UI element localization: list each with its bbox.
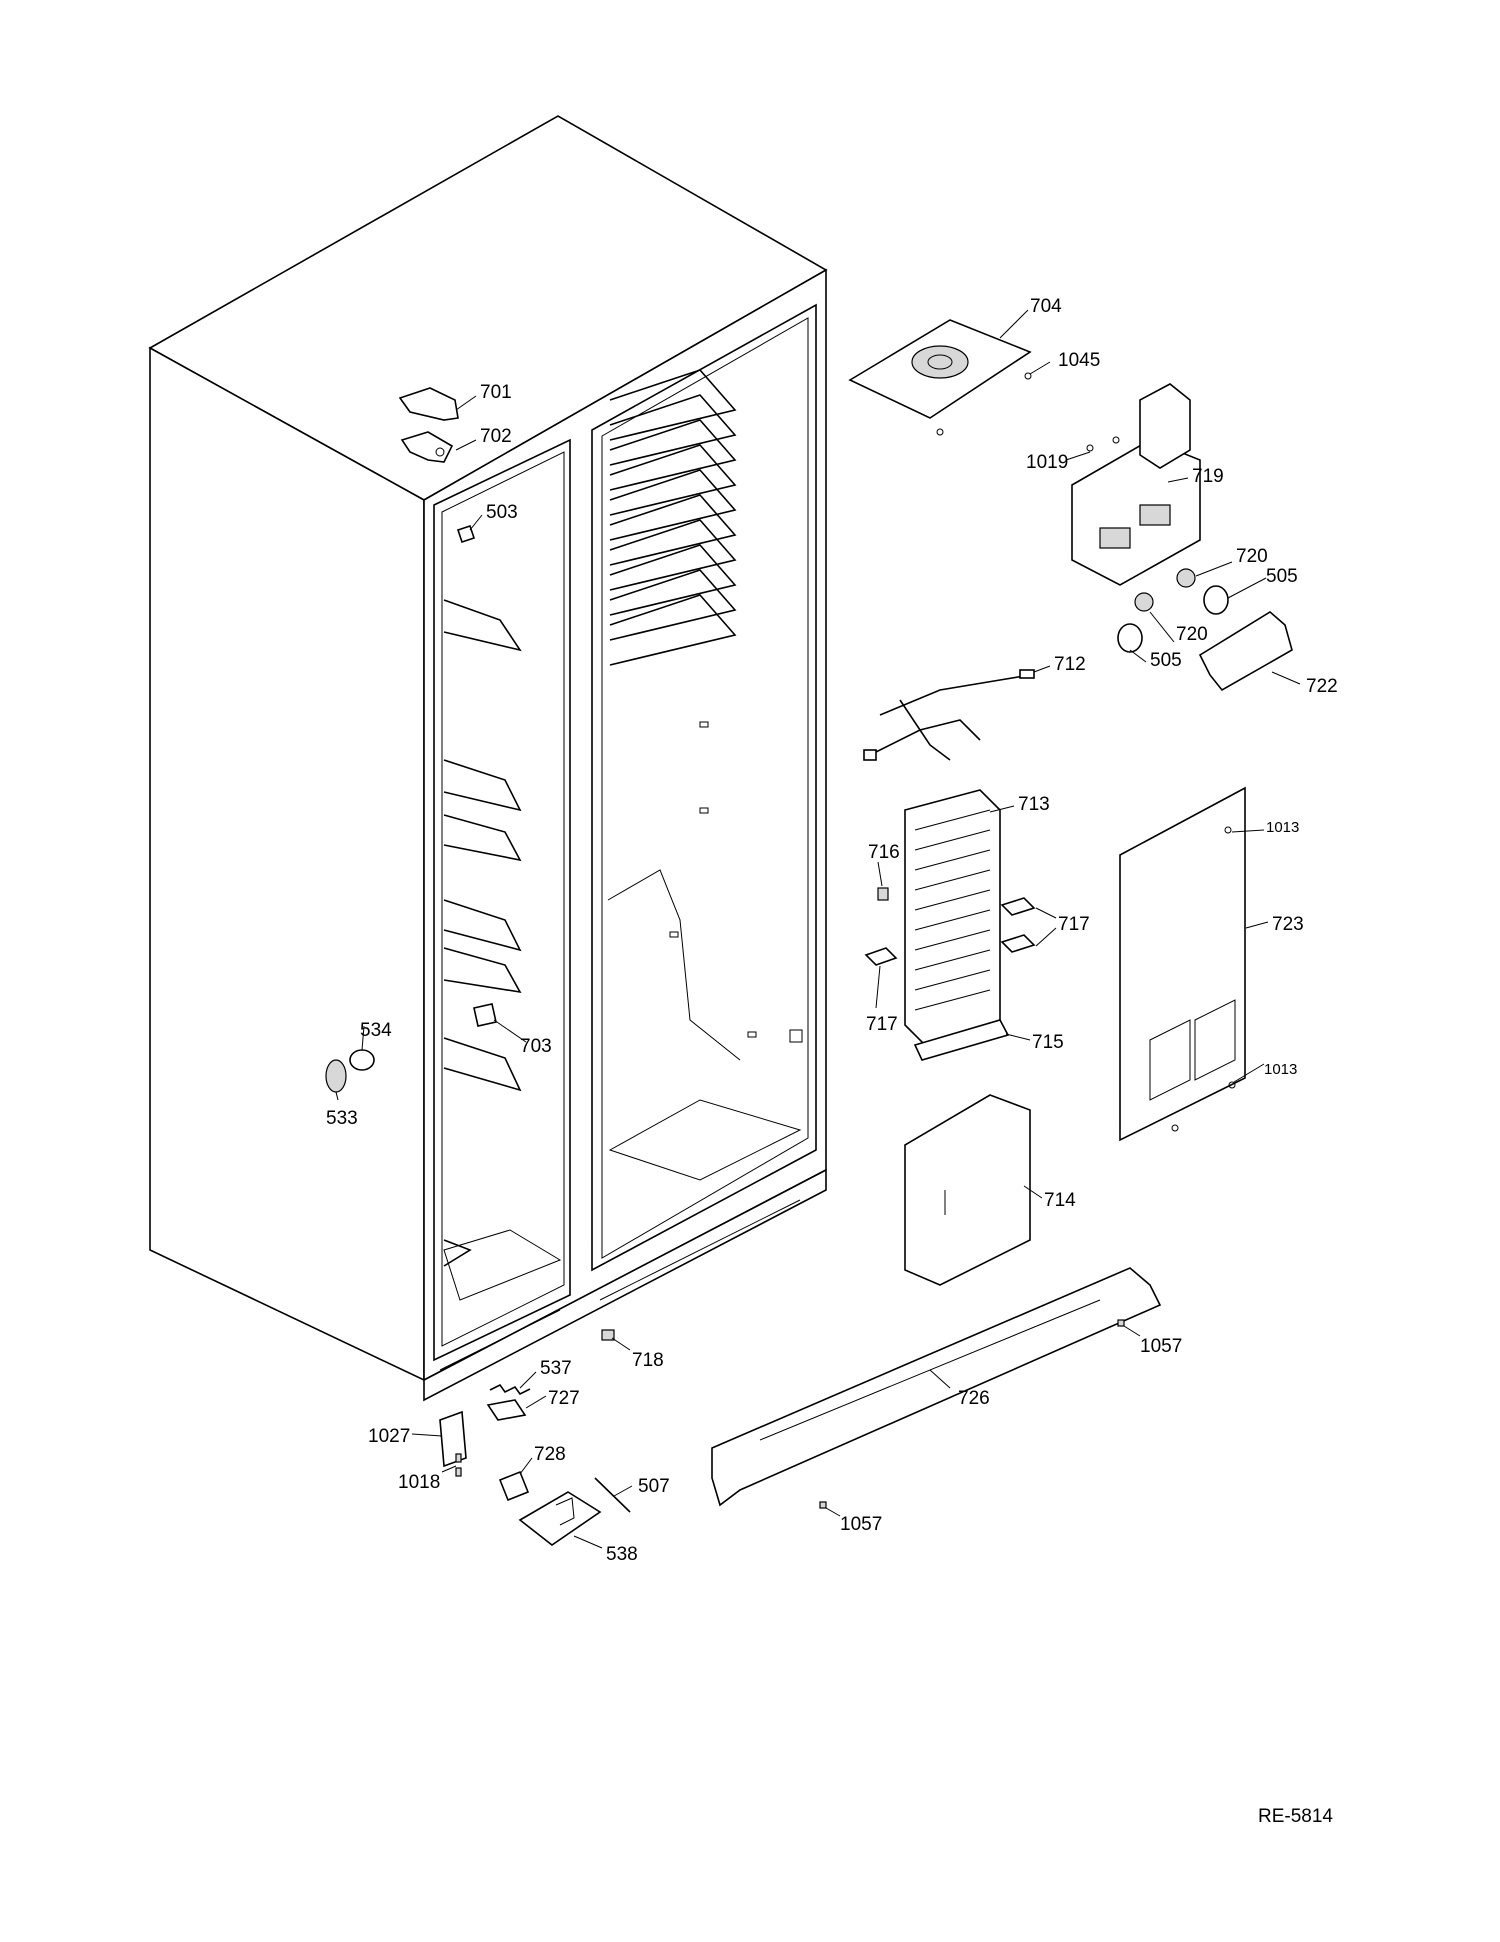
label-505-top: 505	[1266, 566, 1298, 587]
part-number-labels: 701 702 503 703 534 533 704 1045 1019 71…	[326, 296, 1338, 1565]
label-1018: 1018	[398, 1472, 440, 1493]
label-719: 719	[1192, 466, 1224, 487]
label-714: 714	[1044, 1190, 1076, 1211]
part-717-foam-blocks	[864, 897, 1036, 966]
part-533-534-vent	[325, 1049, 375, 1093]
label-728: 728	[534, 1444, 566, 1465]
part-703-control	[473, 1003, 497, 1027]
label-722: 722	[1306, 676, 1338, 697]
part-704-evaporator-fan-cover	[848, 319, 1032, 436]
label-503: 503	[486, 502, 518, 523]
label-507: 507	[638, 1476, 670, 1497]
label-703: 703	[520, 1036, 552, 1057]
part-537-spring	[489, 1383, 531, 1396]
label-1027: 1027	[368, 1426, 410, 1447]
label-718: 718	[632, 1350, 664, 1371]
label-1057-right: 1057	[1140, 1336, 1182, 1357]
part-728-bushing	[498, 1470, 530, 1502]
leader-lines	[335, 309, 1301, 1549]
part-538-bottom-hinge	[518, 1491, 602, 1546]
part-716-clip	[877, 887, 889, 901]
label-717-right: 717	[1058, 914, 1090, 935]
label-1013-bottom: 1013	[1264, 1061, 1297, 1078]
label-704: 704	[1030, 296, 1062, 317]
refrigerator-cabinet	[148, 115, 828, 1402]
part-1057-screws	[819, 1319, 1125, 1509]
part-718-clip	[601, 1329, 615, 1341]
label-1045: 1045	[1058, 350, 1100, 371]
label-1013-top: 1013	[1266, 819, 1299, 836]
label-720-bottom: 720	[1176, 624, 1208, 645]
part-507-hinge-pin	[594, 1477, 631, 1513]
label-712: 712	[1054, 654, 1086, 675]
part-713-evaporator	[904, 789, 1001, 1046]
part-727-cam	[486, 1399, 527, 1421]
label-701: 701	[480, 382, 512, 403]
label-533: 533	[326, 1108, 358, 1129]
label-713: 713	[1018, 794, 1050, 815]
part-722-light-shield	[1198, 611, 1293, 692]
label-717-left: 717	[866, 1014, 898, 1035]
part-712-wire-harness	[863, 669, 1035, 761]
part-714-drain-pan	[904, 1094, 1031, 1286]
part-726-toe-grille	[711, 1267, 1162, 1507]
label-716: 716	[868, 842, 900, 863]
part-720-505-lamp-sockets	[1117, 568, 1229, 653]
label-702: 702	[480, 426, 512, 447]
label-723: 723	[1272, 914, 1304, 935]
label-538: 538	[606, 1544, 638, 1565]
label-1057-left: 1057	[840, 1514, 882, 1535]
label-715: 715	[1032, 1032, 1064, 1053]
freezer-shelf-rails	[443, 599, 522, 1267]
part-701-hinge-cover	[398, 387, 459, 421]
part-1027-hinge-plate	[439, 1410, 467, 1468]
part-702-top-hinge	[400, 431, 454, 463]
label-720-top: 720	[1236, 546, 1268, 567]
label-1019: 1019	[1026, 452, 1068, 473]
part-719-air-duct-housing	[1071, 383, 1201, 586]
fresh-food-shelf-ribs	[609, 369, 737, 666]
part-1018-screws	[455, 1453, 462, 1477]
label-727: 727	[548, 1388, 580, 1409]
document-code: RE-5814	[1258, 1806, 1333, 1827]
label-726: 726	[958, 1388, 990, 1409]
label-534: 534	[360, 1020, 392, 1041]
label-505-bottom: 505	[1150, 650, 1182, 671]
label-537: 537	[540, 1358, 572, 1379]
part-723-evaporator-cover	[1119, 786, 1246, 1142]
